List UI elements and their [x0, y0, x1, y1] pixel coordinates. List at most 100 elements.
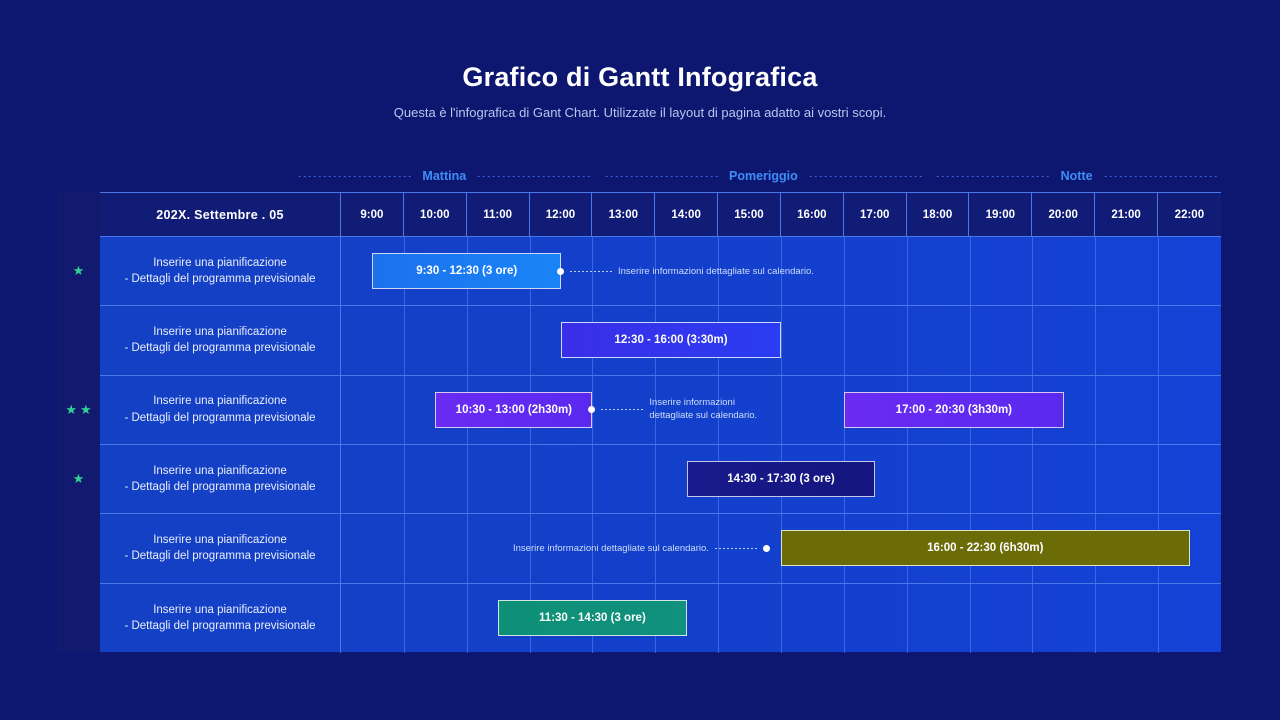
- page-subtitle: Questa è l'infografica di Gant Chart. Ut…: [393, 105, 887, 120]
- gantt-bar[interactable]: 17:00 - 20:30 (3h30m): [843, 391, 1064, 428]
- task-track: 12:30 - 16:00 (3:30m): [341, 306, 1221, 375]
- gantt-bar[interactable]: 14:30 - 17:30 (3 ore): [686, 460, 876, 497]
- grid-column-line: [718, 375, 720, 444]
- grid-column-line: [1095, 306, 1097, 375]
- grid-column-line: [718, 237, 720, 306]
- task-title: Inserire una pianificazione: [153, 534, 287, 547]
- annotation-text: Inserire informazioni dettagliate sul ca…: [649, 397, 758, 421]
- star-icon: ★: [80, 401, 92, 417]
- grid-column-line: [969, 237, 971, 306]
- time-header-1200: 12:00: [530, 193, 593, 236]
- grid-column-line: [1158, 375, 1160, 444]
- grid-column-line: [403, 514, 405, 583]
- annotation-leader-line: [569, 270, 613, 272]
- period-dotted-line: [935, 175, 1051, 177]
- grid-column-line: [843, 583, 845, 653]
- gantt-bar[interactable]: 10:30 - 13:00 (2h30m): [435, 391, 593, 428]
- task-detail: - Dettagli del programma previsionale: [124, 273, 316, 286]
- grid-column-line: [403, 583, 405, 653]
- gantt-row: Inserire una pianificazione- Dettagli de…: [100, 514, 1221, 584]
- grid-column-line: [403, 444, 405, 514]
- task-label-cell: Inserire una pianificazione- Dettagli de…: [100, 514, 341, 583]
- time-header-1000: 10:00: [404, 193, 467, 236]
- period-dotted-line: [476, 175, 592, 177]
- gantt-bar[interactable]: 9:30 - 12:30 (3 ore): [372, 253, 561, 289]
- grid-column-line: [843, 306, 845, 375]
- priority-star-column: [57, 192, 100, 652]
- grid-column-line: [718, 583, 720, 653]
- gantt-row: Inserire una pianificazione - Dettagli de…: [100, 237, 1221, 307]
- task-detail: - Dettagli del programma previsionale: [124, 620, 316, 633]
- gantt-row: Inserire una pianificazione - Dettagli de…: [100, 375, 1221, 445]
- annotation-leader-line: [713, 547, 758, 549]
- grid-column-line: [1158, 306, 1160, 375]
- grid-column-line: [655, 514, 657, 583]
- grid-column-line: [466, 583, 468, 653]
- grid-column-line: [1032, 444, 1034, 514]
- grid-column-line: [906, 306, 908, 375]
- page-title: Grafico di Gantt Infografica: [462, 62, 818, 92]
- gantt-body-rows: Inserire una pianificazione - Dettagli de…: [100, 237, 1221, 653]
- time-header-1100: 11:00: [467, 193, 530, 236]
- grid-column-line: [529, 306, 531, 375]
- grid-column-line: [781, 306, 782, 375]
- gantt-bar[interactable]: 12:30 - 16:00 (3:30m): [561, 322, 781, 359]
- task-detail: - Dettagli del programma previsionale: [124, 481, 316, 494]
- time-header-2000: 20:00: [1032, 193, 1096, 236]
- period-label-notte: Notte: [1060, 169, 1093, 183]
- priority-stars: ★★: [57, 375, 100, 444]
- time-header-1900: 19:00: [969, 193, 1033, 236]
- gantt-row: Inserire una pianificazione- Dettagli de…: [100, 583, 1221, 653]
- grid-column-line: [403, 306, 405, 375]
- grid-column-line: [1158, 583, 1160, 653]
- task-track: 10:30 - 13:00 (2h30m) 17:00 - 20:30 (3h30…: [341, 375, 1221, 444]
- grid-column-line: [969, 444, 971, 514]
- date-header-cell: 202X. Settembre . 05: [100, 193, 341, 236]
- annotation-text: Inserire informazioni dettagliate sul ca…: [513, 542, 709, 554]
- grid-column-line: [529, 444, 531, 514]
- priority-stars: ★: [57, 236, 100, 305]
- task-title: Inserire una pianificazione: [153, 464, 287, 477]
- grid-column-line: [1095, 237, 1097, 306]
- grid-column-line: [1095, 444, 1097, 514]
- grid-column-line: [655, 375, 657, 444]
- grid-column-line: [529, 514, 531, 583]
- grid-column-line: [781, 583, 782, 653]
- task-detail: - Dettagli del programma previsionale: [124, 342, 316, 355]
- task-track: 16:00 - 22:30 (6h30m) Inserire informazio…: [341, 514, 1221, 583]
- grid-column-line: [466, 444, 468, 514]
- grid-column-line: [969, 306, 971, 375]
- gantt-row: Inserire una pianificazione - Dettagli de…: [100, 306, 1221, 376]
- star-icon: ★: [72, 471, 85, 487]
- annotation-dot: [557, 267, 564, 275]
- grid-column-line: [906, 444, 908, 514]
- task-label-cell: Inserire una pianificazione- Dettagli de…: [100, 583, 341, 653]
- time-header-2200: 22:00: [1174, 208, 1205, 221]
- task-detail: - Dettagli del programma previsionale: [124, 411, 316, 424]
- task-label-cell: Inserire una pianificazione - Dettagli de…: [100, 306, 341, 375]
- star-icon: ★: [65, 401, 77, 417]
- star-icon: ★: [72, 263, 85, 279]
- gantt-row: Inserire una pianificazione - Dettagli de…: [100, 444, 1221, 515]
- bar-annotation: Inserire informazioni dettagliate sul ca…: [513, 530, 770, 566]
- task-title: Inserire una pianificazione: [153, 395, 287, 408]
- task-label-cell: Inserire una pianificazione - Dettagli de…: [100, 444, 341, 514]
- period-dotted-line: [1102, 175, 1218, 177]
- grid-column-line: [781, 237, 782, 306]
- grid-column-line: [1032, 237, 1034, 306]
- period-dotted-line: [807, 175, 924, 177]
- period-label-mattina: Mattina: [422, 169, 467, 183]
- gantt-bar[interactable]: 16:00 - 22:30 (6h30m): [781, 530, 1190, 567]
- task-title: Inserire una pianificazione: [153, 256, 287, 269]
- gantt-bar[interactable]: 11:30 - 14:30 (3 ore): [498, 599, 687, 636]
- time-header-1400: 14:00: [655, 193, 719, 236]
- priority-stars: ★: [57, 444, 100, 513]
- time-header-1800: 18:00: [907, 193, 970, 236]
- task-title: Inserire una pianificazione: [153, 326, 287, 339]
- period-dotted-line: [603, 175, 720, 177]
- grid-column-line: [1095, 583, 1097, 653]
- grid-column-line: [466, 514, 468, 583]
